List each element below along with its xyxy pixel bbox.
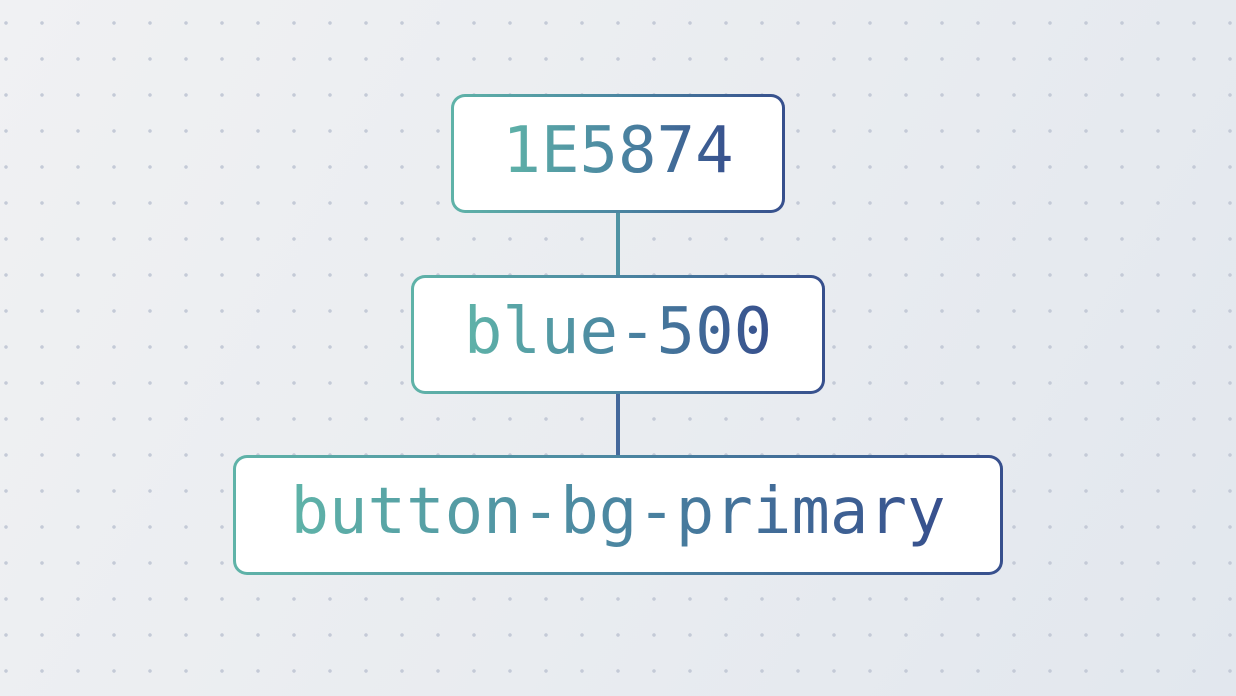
semantic-token-label: button-bg-primary [290, 475, 946, 549]
node-hex-value: 1E5874 [451, 94, 785, 213]
node-primitive-token: blue-500 [411, 275, 825, 394]
connector-hex-to-primitive [616, 208, 620, 280]
hex-value-label: 1E5874 [502, 113, 734, 188]
primitive-token-label: blue-500 [463, 294, 773, 369]
connector-primitive-to-semantic [616, 390, 620, 460]
node-semantic-token: button-bg-primary [233, 455, 1003, 575]
